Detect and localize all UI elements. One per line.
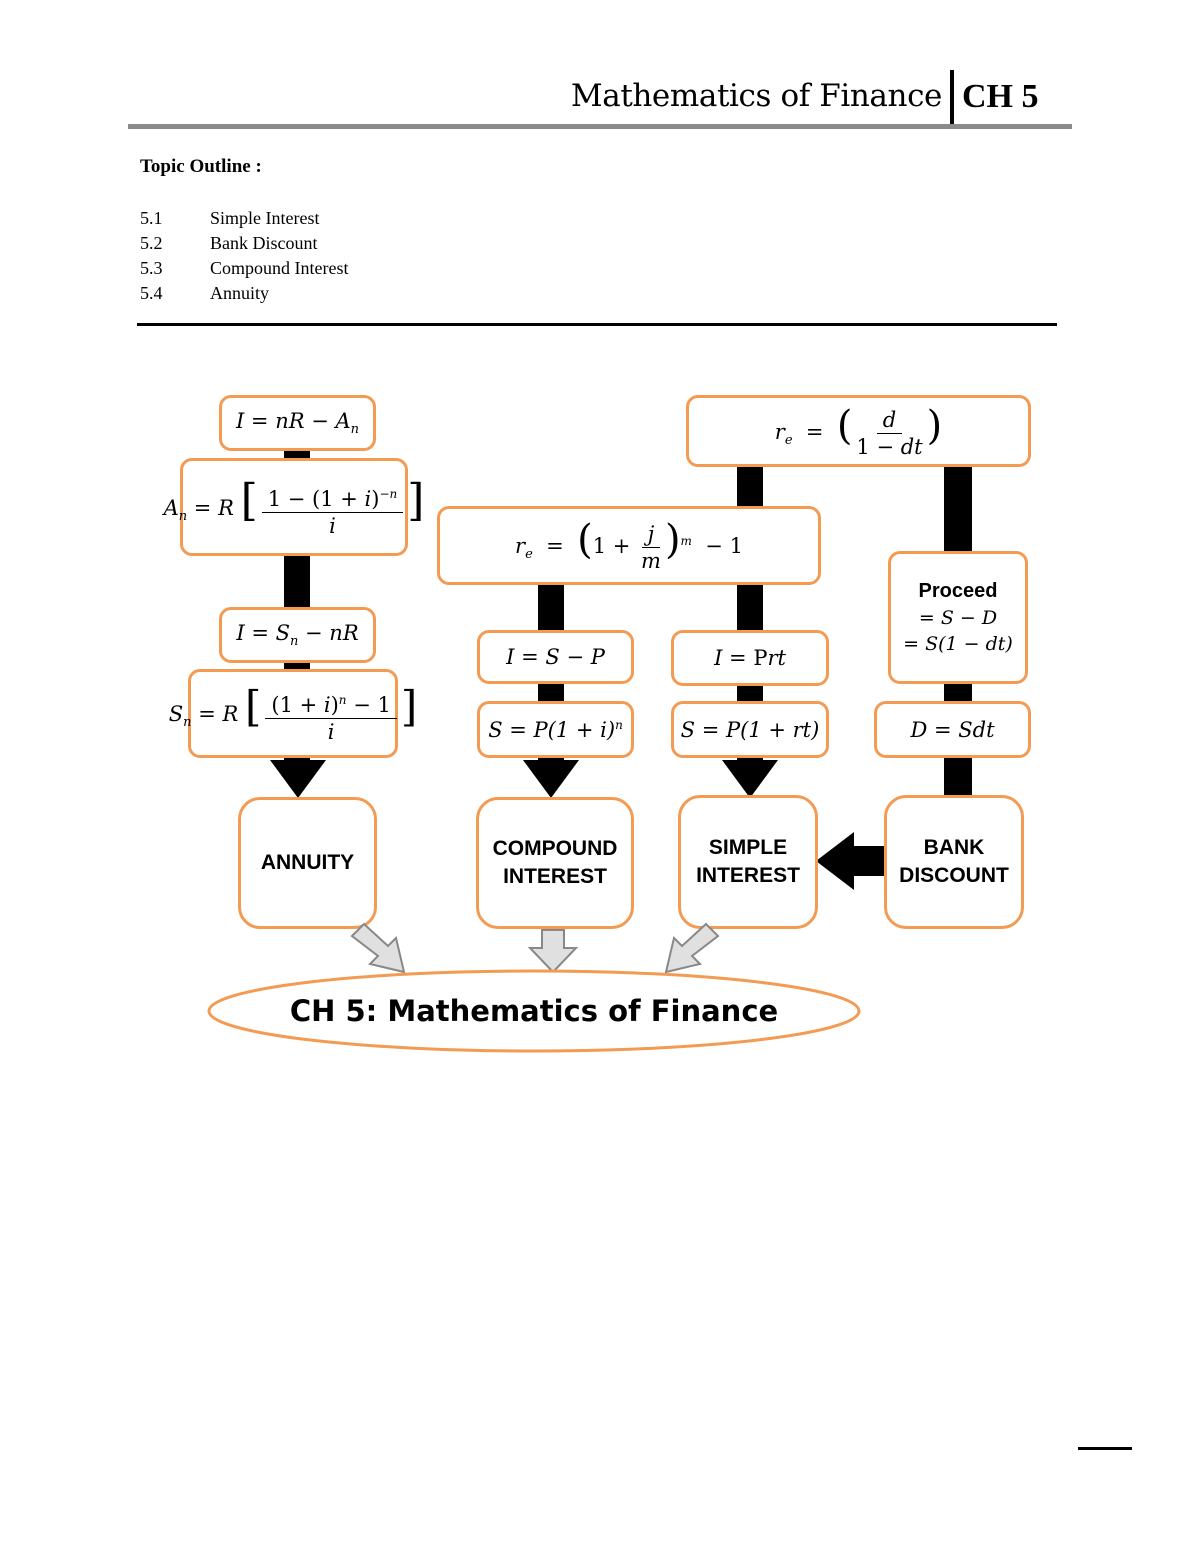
connector-bar xyxy=(944,465,972,553)
topic-box-annuity: ANNUITY xyxy=(238,797,377,929)
connector-bar xyxy=(284,555,310,611)
gray-arrow-icon xyxy=(350,922,406,974)
left-arrow-icon xyxy=(816,832,886,890)
formula-box: I = S − P xyxy=(477,630,634,684)
outline-item-label: Simple Interest xyxy=(210,208,320,228)
outline-item-label: Annuity xyxy=(210,283,270,303)
page-number-rule xyxy=(1078,1447,1132,1450)
topic-box-simple-interest: SIMPLE INTEREST xyxy=(678,795,818,929)
topic-label: ANNUITY xyxy=(260,851,355,874)
down-arrow-icon xyxy=(270,760,326,798)
center-title: CH 5: Mathematics of Finance xyxy=(289,994,779,1028)
topic-label: BANK DISCOUNT xyxy=(899,836,1009,887)
connector-bar xyxy=(737,465,763,508)
connector-bar xyxy=(944,756,972,796)
outline-rule xyxy=(137,323,1057,326)
formula-box: I = nR − An xyxy=(219,395,376,451)
connector-bar xyxy=(944,681,972,703)
outline-item-number: 5.3 xyxy=(140,258,163,278)
formula-box: S = P(1 + rt) xyxy=(671,701,829,758)
outline-item-number: 5.1 xyxy=(140,208,163,228)
outline-item: 5.1 Simple Interest xyxy=(140,206,348,231)
connector-bar xyxy=(538,583,564,633)
header-separator xyxy=(950,70,954,126)
down-arrow-icon xyxy=(722,760,778,798)
header-chapter: CH 5 xyxy=(962,78,1039,115)
outline-item: 5.3 Compound Interest xyxy=(140,256,348,281)
topic-box-compound-interest: COMPOUND INTEREST xyxy=(476,797,634,929)
outline-item: 5.4 Annuity xyxy=(140,281,348,306)
formula-box: D = Sdt xyxy=(874,701,1031,758)
formula-box: I = Prt xyxy=(671,630,829,686)
outline-list: 5.1 Simple Interest 5.2 Bank Discount 5.3 C… xyxy=(140,206,348,306)
formula-box: Proceed = S − D = S(1 − dt) xyxy=(888,551,1028,684)
gray-arrow-icon xyxy=(664,922,720,974)
connector-bar xyxy=(538,682,564,702)
outline-item-number: 5.2 xyxy=(140,233,163,253)
connector-bar xyxy=(737,684,763,702)
topic-label: COMPOUND INTEREST xyxy=(492,837,618,888)
outline-title: Topic Outline : xyxy=(140,156,262,177)
header-title: Mathematics of Finance xyxy=(570,78,943,114)
outline-item: 5.2 Bank Discount xyxy=(140,231,348,256)
formula-box: I = Sn − nR xyxy=(219,607,376,663)
outline-item-number: 5.4 xyxy=(140,283,163,303)
proceed-title: Proceed xyxy=(918,580,998,602)
outline-item-label: Compound Interest xyxy=(210,258,349,278)
formula-box: S = P(1 + i)n xyxy=(477,701,634,758)
gray-arrow-icon xyxy=(527,929,579,974)
outline-item-label: Bank Discount xyxy=(210,233,318,253)
topic-box-bank-discount: BANK DISCOUNT xyxy=(884,795,1024,929)
center-ellipse: CH 5: Mathematics of Finance xyxy=(206,968,862,1054)
header-rule xyxy=(128,124,1072,129)
topic-label: SIMPLE INTEREST xyxy=(696,836,800,887)
connector-bar xyxy=(737,583,763,633)
down-arrow-icon xyxy=(523,760,579,798)
